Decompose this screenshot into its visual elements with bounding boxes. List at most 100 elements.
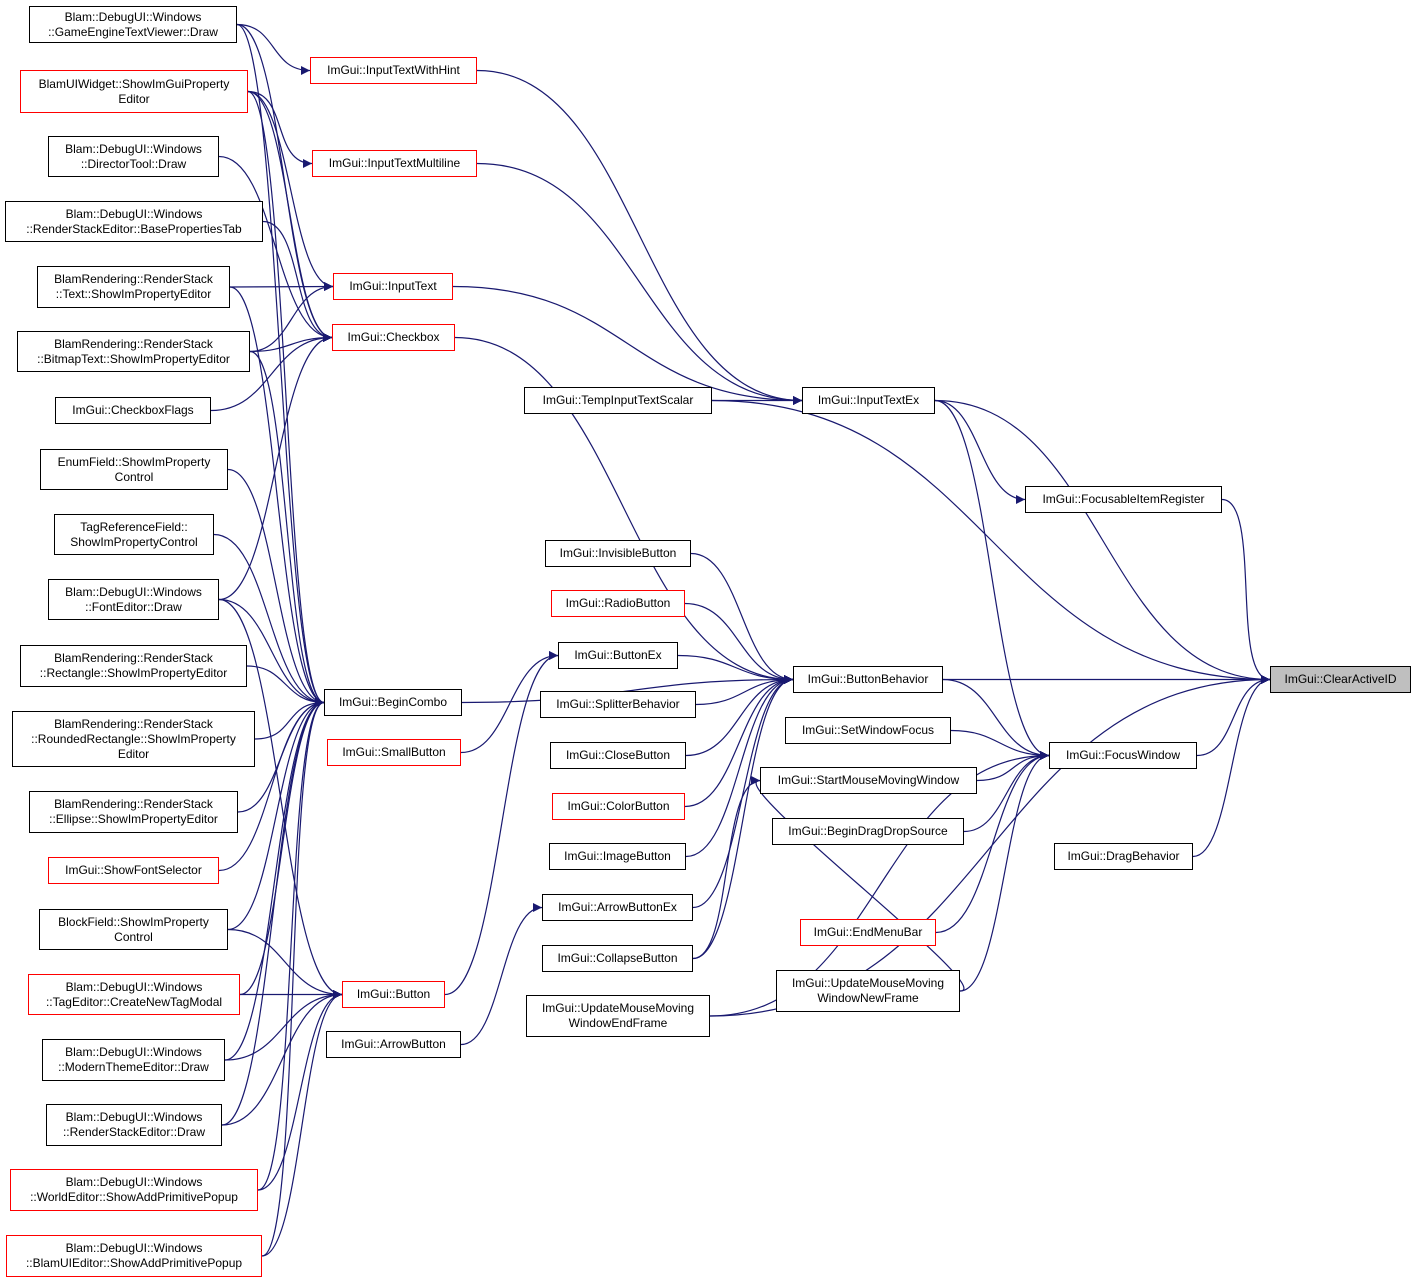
node-render-stack-editor-draw[interactable]: Blam::DebugUI::Windows::RenderStackEdito…	[46, 1104, 222, 1146]
node-imgui-checkbox[interactable]: ImGui::Checkbox	[332, 324, 455, 351]
edge-colorButton-to-buttonBehavior	[684, 675, 794, 808]
node-imgui-input-text[interactable]: ImGui::InputText	[333, 273, 453, 300]
edge-splitterBehavior-to-buttonBehavior	[695, 675, 794, 706]
edge-modernThemeEditor-to-button	[224, 990, 343, 1061]
node-imgui-show-font-selector[interactable]: ImGui::ShowFontSelector	[48, 857, 219, 884]
node-label-line: ImGui::Checkbox	[347, 330, 440, 344]
node-render-stack-editor-base-properties-tab[interactable]: Blam::DebugUI::Windows::RenderStackEdito…	[5, 201, 263, 242]
node-imgui-focus-window[interactable]: ImGui::FocusWindow	[1049, 742, 1197, 769]
node-tag-editor-create-new-tag-modal[interactable]: Blam::DebugUI::Windows::TagEditor::Creat…	[28, 974, 240, 1015]
edge-worldEditorPopup-to-button	[257, 990, 343, 1191]
node-label-line: ::WorldEditor::ShowAddPrimitivePopup	[30, 1190, 238, 1204]
edge-updateMouseMovingWindowNewFrame-to-startMouseMovingWindow	[750, 776, 965, 992]
edge-updateMouseMovingWindowNewFrame-to-focusWindow	[959, 751, 1050, 992]
node-label-line: ::BitmapText::ShowImPropertyEditor	[37, 351, 230, 366]
node-label-line: Blam::DebugUI::Windows	[65, 206, 203, 221]
edge-textShowIm-to-beginCombo	[229, 286, 325, 707]
node-label-line: ImGui::UpdateMouseMoving	[791, 976, 945, 990]
node-label-line: ImGui::SetWindowFocus	[801, 723, 935, 737]
node-label-line: ::Text::ShowImPropertyEditor	[55, 287, 212, 301]
node-label-line: Blam::DebugUI::Windows	[65, 141, 202, 156]
node-blam-ui-editor-show-add-primitive-popup[interactable]: Blam::DebugUI::Windows::BlamUIEditor::Sh…	[6, 1235, 262, 1277]
node-label-line: ImGui::ShowFontSelector	[65, 863, 202, 877]
node-imgui-color-button[interactable]: ImGui::ColorButton	[552, 793, 685, 820]
node-tag-reference-field-show-im-property-control[interactable]: TagReferenceField::ShowImPropertyControl	[54, 514, 214, 555]
node-imgui-arrow-button-ex[interactable]: ImGui::ArrowButtonEx	[542, 894, 693, 921]
edge-inputTextMultiline-to-inputTextEx	[476, 162, 803, 405]
node-director-tool-draw[interactable]: Blam::DebugUI::Windows::DirectorTool::Dr…	[48, 136, 219, 177]
node-modern-theme-editor-draw[interactable]: Blam::DebugUI::Windows::ModernThemeEdito…	[42, 1039, 225, 1081]
node-render-stack-ellipse-show-im-property-editor[interactable]: BlamRendering::RenderStack::Ellipse::Sho…	[29, 791, 238, 833]
node-label-line: ImGui::ColorButton	[567, 799, 670, 813]
edge-focusWindow-to-clearActiveID	[1196, 675, 1271, 757]
node-label-line: BlamRendering::RenderStack	[54, 651, 213, 665]
node-label-line: Control	[114, 929, 153, 944]
node-label-line: BlamRendering::RenderStack	[54, 716, 213, 731]
node-imgui-image-button[interactable]: ImGui::ImageButton	[549, 843, 686, 870]
node-label-line: BlockField::ShowImProperty	[58, 914, 209, 929]
node-world-editor-show-add-primitive-popup[interactable]: Blam::DebugUI::Windows::WorldEditor::Sho…	[10, 1169, 258, 1211]
edge-radioButton-to-buttonBehavior	[684, 602, 794, 684]
node-label-line: Blam::DebugUI::Windows	[65, 1110, 203, 1124]
edge-checkbox-to-buttonBehavior	[454, 336, 794, 684]
node-imgui-end-menu-bar[interactable]: ImGui::EndMenuBar	[800, 919, 936, 946]
edge-collapseButton-to-buttonBehavior	[692, 675, 794, 960]
node-label-line: ImGui::CloseButton	[565, 748, 671, 762]
node-label-line: Blam::DebugUI::Windows	[64, 9, 202, 24]
node-imgui-button-behavior[interactable]: ImGui::ButtonBehavior	[793, 666, 943, 693]
node-imgui-checkbox-flags[interactable]: ImGui::CheckboxFlags	[55, 397, 211, 424]
edge-smallButton-to-buttonEx	[460, 651, 559, 754]
node-imgui-invisible-button[interactable]: ImGui::InvisibleButton	[545, 540, 691, 567]
edge-tempInputTextScalar-to-clearActiveID	[711, 399, 1271, 684]
node-label-line: ImGui::Button	[356, 987, 431, 1001]
edge-startMouseMovingWindow-to-focusWindow	[976, 751, 1050, 782]
node-imgui-input-text-with-hint[interactable]: ImGui::InputTextWithHint	[310, 57, 477, 84]
edge-gameEngineTextViewer-to-inputTextWithHint	[236, 23, 311, 75]
node-imgui-set-window-focus[interactable]: ImGui::SetWindowFocus	[785, 717, 951, 744]
edge-showImGuiPropertyEditor-to-beginCombo	[247, 90, 325, 707]
node-render-stack-rectangle-show-im-property-editor[interactable]: BlamRendering::RenderStack::Rectangle::S…	[20, 645, 247, 687]
node-label-line: Editor	[117, 746, 150, 761]
node-imgui-button-ex[interactable]: ImGui::ButtonEx	[558, 642, 678, 669]
node-imgui-clear-active-id-root: ImGui::ClearActiveID	[1270, 666, 1411, 693]
node-label-line: ImGui::DragBehavior	[1067, 849, 1180, 863]
node-label-line: ImGui::ArrowButton	[341, 1037, 446, 1051]
node-imgui-radio-button[interactable]: ImGui::RadioButton	[551, 590, 685, 617]
node-imgui-splitter-behavior[interactable]: ImGui::SplitterBehavior	[540, 691, 696, 718]
node-imgui-start-mouse-moving-window[interactable]: ImGui::StartMouseMovingWindow	[760, 767, 977, 794]
node-label-line: ShowImPropertyControl	[70, 534, 198, 549]
node-render-stack-rounded-rectangle-show-im-property-editor[interactable]: BlamRendering::RenderStack::RoundedRecta…	[12, 711, 255, 767]
node-imgui-drag-behavior[interactable]: ImGui::DragBehavior	[1054, 843, 1193, 870]
node-imgui-arrow-button[interactable]: ImGui::ArrowButton	[326, 1031, 461, 1058]
node-imgui-collapse-button[interactable]: ImGui::CollapseButton	[542, 945, 693, 972]
edge-invisibleButton-to-buttonBehavior	[690, 552, 794, 684]
edge-renderStackEditorDraw-to-button	[221, 990, 343, 1126]
node-label-line: ::BlamUIEditor::ShowAddPrimitivePopup	[25, 1256, 243, 1270]
node-label-line: ImGui::StartMouseMovingWindow	[777, 773, 960, 787]
node-imgui-input-text-ex[interactable]: ImGui::InputTextEx	[802, 387, 935, 414]
node-font-editor-draw[interactable]: Blam::DebugUI::Windows::FontEditor::Draw	[48, 579, 219, 620]
node-imgui-begin-combo[interactable]: ImGui::BeginCombo	[324, 689, 462, 716]
node-imgui-close-button[interactable]: ImGui::CloseButton	[550, 742, 686, 769]
node-label-line: ImGui::InputTextEx	[817, 393, 920, 407]
node-imgui-focusable-item-register[interactable]: ImGui::FocusableItemRegister	[1025, 486, 1222, 513]
node-render-stack-text-show-im-property-editor[interactable]: BlamRendering::RenderStack::Text::ShowIm…	[37, 266, 230, 308]
node-imgui-begin-drag-drop-source[interactable]: ImGui::BeginDragDropSource	[772, 818, 964, 845]
node-label-line: WindowNewFrame	[817, 991, 919, 1005]
edge-blamUIEditorPopup-to-button	[261, 990, 343, 1257]
edge-updateMouseMovingWindowEndFrame-to-focusWindow	[709, 751, 1050, 1017]
edge-dragBehavior-to-clearActiveID	[1192, 675, 1271, 858]
node-label-line: ImGui::UpdateMouseMoving	[541, 1001, 695, 1015]
node-imgui-temp-input-text-scalar[interactable]: ImGui::TempInputTextScalar	[524, 387, 712, 414]
node-imgui-button[interactable]: ImGui::Button	[342, 981, 445, 1008]
node-game-engine-text-viewer-draw[interactable]: Blam::DebugUI::Windows::GameEngineTextVi…	[29, 6, 237, 43]
node-render-stack-bitmap-text-show-im-property-editor[interactable]: BlamRendering::RenderStack::BitmapText::…	[17, 331, 250, 372]
node-imgui-input-text-multiline[interactable]: ImGui::InputTextMultiline	[312, 150, 477, 177]
node-label-line: ImGui::FocusWindow	[1065, 748, 1181, 762]
node-imgui-small-button[interactable]: ImGui::SmallButton	[327, 739, 461, 766]
